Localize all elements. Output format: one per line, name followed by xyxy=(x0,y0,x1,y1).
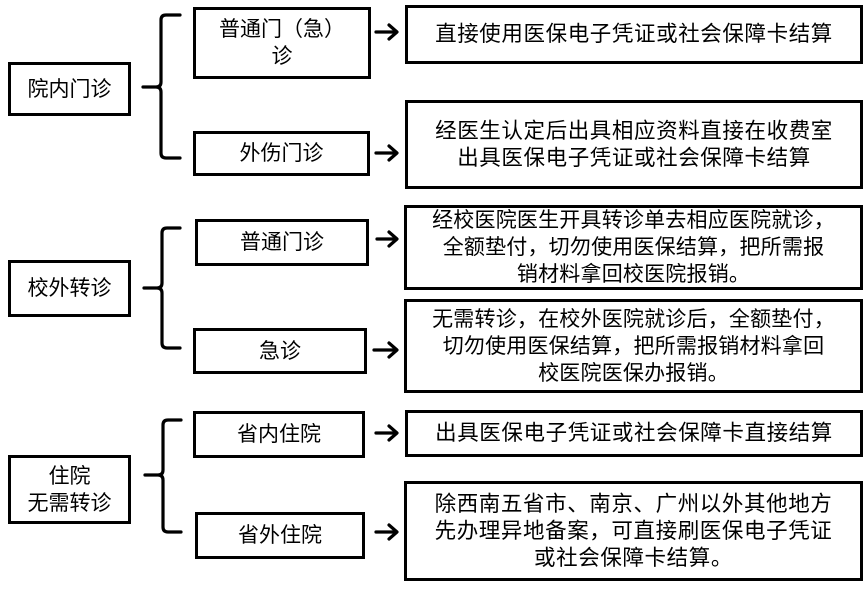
left-curly-brace-icon xyxy=(142,226,182,350)
result-box-in-province-settlement: 出具医保电子凭证或社会保障卡直接结算 xyxy=(405,410,863,457)
category-label-line: 无需转诊 xyxy=(27,490,112,515)
subtype-label-line: 省内住院 xyxy=(237,422,321,446)
result-text-line: 直接使用医保电子凭证或社会保障卡结算 xyxy=(435,22,833,47)
left-curly-brace-icon xyxy=(141,13,182,160)
subtype-box-general-outpatient: 普通门诊 xyxy=(195,219,369,266)
subtype-box-emergency: 急诊 xyxy=(193,328,367,374)
result-box-referral-reimbursement: 经校医院医生开具转诊单去相应医院就诊， 全额垫付，切勿使用医保结算，把所需报 销… xyxy=(404,205,863,290)
subtype-label-line: 省外住院 xyxy=(238,523,322,547)
subtype-box-in-province-hospitalization: 省内住院 xyxy=(193,411,365,458)
result-text-line: 经校医院医生开具转诊单去相应医院就诊， xyxy=(432,208,835,232)
result-box-trauma-settlement: 经医生认定后出具相应资料直接在收费室 出具医保电子凭证或社会保障卡结算 xyxy=(405,100,863,189)
subtype-box-general-outpatient-emergency: 普通门（急） 诊 xyxy=(193,7,371,79)
right-arrow-icon xyxy=(372,341,399,359)
category-box-external-referral: 校外转诊 xyxy=(8,260,131,317)
category-label-line: 住院 xyxy=(48,463,91,488)
category-box-hospitalization: 住院 无需转诊 xyxy=(8,455,131,524)
right-arrow-icon xyxy=(375,230,399,248)
result-text-line: 校医院医保办报销。 xyxy=(538,360,729,385)
result-text-line: 出具医保电子凭证或社会保障卡结算 xyxy=(457,145,811,171)
subtype-label-line: 外伤门诊 xyxy=(239,141,324,165)
subtype-label-line: 普通门（急） xyxy=(219,17,345,41)
subtype-box-trauma-outpatient: 外伤门诊 xyxy=(193,131,370,176)
result-text-line: 除西南五省市、南京、广州以外其他地方 xyxy=(434,491,833,517)
result-box-out-of-province-settlement: 除西南五省市、南京、广州以外其他地方 先办理异地备案，可直接刷医保电子凭证 或社… xyxy=(404,481,863,581)
result-text-line: 先办理异地备案，可直接刷医保电子凭证 xyxy=(434,518,833,544)
result-text-line: 或社会保障卡结算。 xyxy=(534,545,733,571)
left-curly-brace-icon xyxy=(143,418,183,534)
result-text-line: 经医生认定后出具相应资料直接在收费室 xyxy=(435,118,833,144)
subtype-label-line: 急诊 xyxy=(259,338,301,363)
subtype-label-line: 普通门诊 xyxy=(240,230,324,254)
result-text-line: 出具医保电子凭证或社会保障卡直接结算 xyxy=(435,421,833,446)
right-arrow-icon xyxy=(374,523,399,541)
result-text-line: 销材料拿回校医院报销。 xyxy=(516,262,751,286)
category-label: 校外转诊 xyxy=(27,276,112,300)
right-arrow-icon xyxy=(374,23,399,41)
result-box-emergency-reimbursement: 无需转诊，在校外医院就诊后，全额垫付， 切勿使用医保结算，把所需报销材料拿回 校… xyxy=(404,299,863,393)
subtype-label-line: 诊 xyxy=(271,44,293,68)
result-text-line: 无需转诊，在校外医院就诊后，全额垫付， xyxy=(432,306,835,331)
result-box-direct-settlement: 直接使用医保电子凭证或社会保障卡结算 xyxy=(405,5,863,64)
right-arrow-icon xyxy=(374,144,399,162)
result-text-line: 全额垫付，切勿使用医保结算，把所需报 xyxy=(442,235,825,259)
category-label: 院内门诊 xyxy=(27,76,112,101)
category-box-outpatient-in-hospital: 院内门诊 xyxy=(8,62,131,116)
result-text-line: 切勿使用医保结算，把所需报销材料拿回 xyxy=(442,333,825,358)
right-arrow-icon xyxy=(374,424,399,442)
subtype-box-out-of-province-hospitalization: 省外住院 xyxy=(195,512,365,559)
